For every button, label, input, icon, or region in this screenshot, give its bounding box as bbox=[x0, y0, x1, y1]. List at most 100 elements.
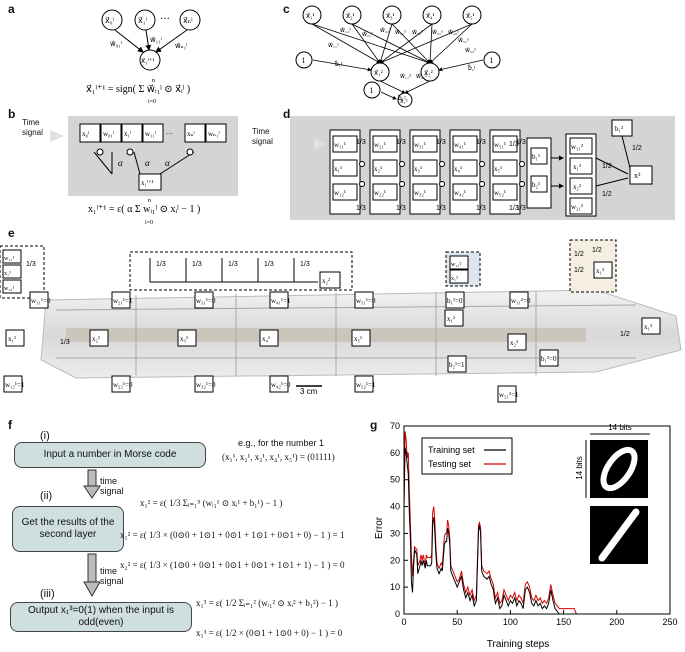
chart-ytick-0: 0 bbox=[395, 609, 400, 619]
chart-ytick-3: 30 bbox=[390, 528, 400, 538]
f-time-signal-2: time signal bbox=[100, 566, 124, 586]
b-alpha-1: α bbox=[118, 158, 123, 168]
d-out: x³ bbox=[634, 171, 641, 180]
d-frac-bottom-4: 1/3 bbox=[476, 205, 486, 212]
e-top-label-2: w₂₁¹=1 bbox=[113, 297, 133, 305]
d-group-3-cell-3: w₃₂¹ bbox=[414, 189, 426, 197]
c-w11: w⃗₁₁¹ bbox=[328, 42, 339, 49]
legend-testing: Testing set bbox=[428, 459, 472, 469]
chart-series-training bbox=[403, 447, 670, 615]
inset-zero-glyph bbox=[600, 446, 638, 492]
b-alpha-2: α bbox=[145, 158, 150, 168]
a-weight-11: w⃗₁₁ˡ bbox=[150, 36, 163, 44]
e-bottom-label-8: b₁²=0 bbox=[541, 355, 557, 363]
e-inset-mid-frac-1: 1/3 bbox=[156, 261, 166, 268]
e-inset-right-1: w₁₁² bbox=[451, 262, 462, 268]
d-b1: b₁¹ bbox=[532, 153, 540, 161]
d-group-4-cell-1: w₄₁¹ bbox=[454, 141, 466, 149]
a-node-x1: x⃗₁ˡ bbox=[138, 16, 148, 25]
panel-label-e: e bbox=[8, 226, 15, 240]
panel-label-d: d bbox=[283, 107, 291, 121]
e-inset-right-2: x₁² bbox=[451, 276, 458, 282]
f-example: e.g., for the number 1 bbox=[238, 438, 325, 448]
f-step-1: (i) bbox=[40, 430, 50, 442]
e-top-label-4: w₄₁¹=1 bbox=[271, 297, 291, 305]
e-inset-far-half-2: 1/2 bbox=[574, 267, 584, 274]
d-group-1-cell-3: w₁₂¹ bbox=[334, 189, 346, 197]
chart-xtick-1: 50 bbox=[452, 617, 462, 627]
panel-d-diagram: w₁₁¹x₁¹w₁₂¹1/31/3w₂₁¹x₂¹w₂₂¹1/31/3w₃₁¹x₃… bbox=[314, 119, 653, 217]
c-bias-node-2: 1 bbox=[490, 56, 494, 65]
c-b21: b⃗₂¹ bbox=[467, 64, 476, 72]
d-half-3: 1/2 bbox=[632, 145, 642, 152]
d-frac-top-2: 1/3 bbox=[396, 139, 406, 146]
a-weight-01: w⃗₀₁ˡ bbox=[110, 40, 123, 48]
d-group-2-cell-2: x₂¹ bbox=[374, 165, 382, 173]
b-cell-1: w₀₁ˡ bbox=[103, 130, 115, 138]
d-group-5-cell-3: w₅₂¹ bbox=[494, 189, 506, 197]
e-inline-2: x₂¹ bbox=[92, 335, 100, 343]
c-bias-node-1: 1 bbox=[302, 56, 306, 65]
c-w31: w⃗₃₁¹ bbox=[395, 29, 406, 36]
e-scale: 3 cm bbox=[300, 387, 318, 396]
c-input-2: x⃗₂¹ bbox=[346, 12, 355, 20]
f-eq-5: x₁³ = ε( 1/2 × (0⊙1 + 1⊙0 + 0) − 1 ) = 0 bbox=[196, 628, 343, 638]
panel-f-arrows bbox=[83, 469, 101, 598]
a-node-xn: x⃗ₙˡ bbox=[183, 16, 193, 25]
inset-zero-image bbox=[590, 440, 648, 498]
e-top-label-3: w₃₁¹=0 bbox=[196, 297, 216, 305]
b-equation: x₁ˡ⁺¹ = ε( α Σ wᵢ₁ˡ ⊙ xᵢˡ − 1 ) bbox=[88, 204, 200, 215]
chart-ytick-2: 20 bbox=[390, 555, 400, 565]
e-bottom-label-6: b₂¹=1 bbox=[449, 361, 465, 369]
chart-ytick-4: 40 bbox=[390, 502, 400, 512]
d-frac-top-4: 1/3 bbox=[476, 139, 486, 146]
c-output: x⃗₁³ bbox=[400, 98, 408, 105]
panel-label-b: b bbox=[8, 107, 16, 121]
d-frac-bottom-5: 1/3 bbox=[516, 205, 526, 212]
e-bottom-label-1: w₁₂¹=1 bbox=[5, 381, 25, 389]
d-l2-x1: x₁² bbox=[573, 163, 581, 171]
chart-xtick-3: 150 bbox=[556, 617, 571, 627]
f-time-signal-1: time signal bbox=[100, 476, 124, 496]
e-inline-5: x₅¹ bbox=[354, 335, 362, 343]
d-group-5-cell-1: w₅₁¹ bbox=[494, 141, 506, 149]
a-node-x0: x⃗₀ˡ bbox=[105, 16, 115, 25]
f-eq-3: x₂² = ε( 1/3 × (1⊙0 + 0⊙1 + 0⊙1 + 0⊙1 + … bbox=[120, 560, 345, 570]
b-out: x₁ˡ⁺¹ bbox=[141, 179, 154, 187]
e-bottom-label-4: w₄₂¹=0 bbox=[271, 381, 291, 389]
c-w41: w⃗₄₁¹ bbox=[432, 29, 443, 36]
d-group-1-cell-1: w₁₁¹ bbox=[334, 141, 346, 149]
b-cell-4: ··· bbox=[166, 130, 173, 138]
a-sum-top: n bbox=[152, 78, 155, 84]
e-inset-mid-frac-2: 1/3 bbox=[192, 261, 202, 268]
d-group-3-cell-2: x₃¹ bbox=[414, 165, 422, 173]
chart-legend bbox=[421, 437, 513, 475]
d-group-4-cell-2: x₄¹ bbox=[454, 165, 462, 173]
e-bottom-label-5: w₅₂¹=1 bbox=[356, 381, 376, 389]
f-eq-2: x₁² = ε( 1/3 × (0⊙0 + 1⊙1 + 0⊙1 + 1⊙1 + … bbox=[120, 530, 345, 540]
e-bottom-label-2: w₂₂¹=0 bbox=[113, 381, 133, 389]
b-cell-6: wₙ₁ˡ bbox=[208, 130, 221, 138]
panel-label-a: a bbox=[8, 2, 15, 16]
d-group-2-cell-3: w₂₂¹ bbox=[374, 189, 386, 197]
a-sum-bottom: i=0 bbox=[148, 99, 156, 105]
e-bottom-label-7: w₂₁²=1 bbox=[499, 391, 519, 399]
b-cell-2: x₁ˡ bbox=[124, 130, 132, 138]
e-top-label-1: w₁₁¹=0 bbox=[31, 297, 51, 305]
panel-label-g: g bbox=[370, 418, 378, 432]
d-frac-bias-bottom: 1/3 bbox=[509, 205, 519, 212]
d-half-1: 1/2 bbox=[602, 163, 612, 170]
c-b12: b⃗₁² bbox=[397, 94, 406, 102]
d-group-5-cell-2: x₅¹ bbox=[494, 165, 502, 173]
c-w12: w⃗₁₂¹ bbox=[340, 27, 351, 34]
d-frac-top-5: 1/3 bbox=[516, 139, 526, 146]
c-hidden-2: x⃗₂² bbox=[424, 69, 433, 77]
b-time-signal: Time signal bbox=[22, 118, 43, 137]
c-input-5: x⃗₅¹ bbox=[466, 12, 475, 20]
e-inset-mid-frac-3: 1/3 bbox=[228, 261, 238, 268]
f-eq-4: x₁³ = ε( 1/2 Σᵢ₌₁² (wᵢ₁² ⊙ xᵢ² + b₁²) − … bbox=[196, 598, 338, 608]
e-photo-half: 1/2 bbox=[620, 331, 630, 338]
a-weight-n1: w⃗ₙ₁ˡ bbox=[175, 42, 188, 50]
